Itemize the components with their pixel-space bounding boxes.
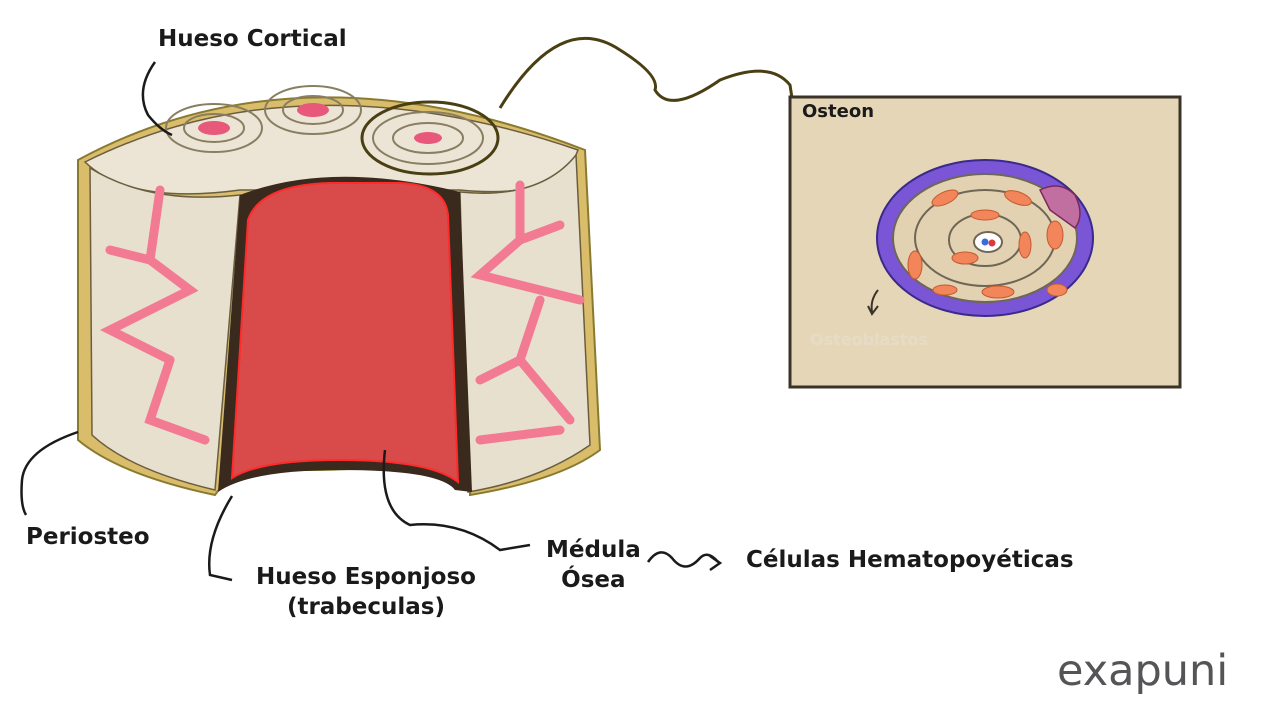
marrow-cavity	[230, 182, 460, 485]
blood-vessels	[99, 180, 585, 445]
label-leaders	[20, 61, 723, 582]
label-hueso-esponjoso: Hueso Esponjoso (trabeculas)	[256, 562, 476, 622]
label-hueso-esponjoso-line2: (trabeculas)	[286, 594, 445, 620]
cortical-osteons	[165, 85, 484, 165]
label-hueso-cortical: Hueso Cortical	[158, 26, 347, 52]
label-periosteo: Periosteo	[26, 524, 150, 550]
label-celulas-hematopoyeticas: Células Hematopoyéticas	[746, 547, 1074, 573]
label-osteoblastos: Osteoblastos	[810, 330, 929, 349]
cortical-wall-left	[89, 166, 241, 491]
osteon-highlight-ring	[360, 100, 500, 176]
label-medula-osea: Médula Ósea	[546, 535, 641, 595]
osteon-detail	[867, 159, 1094, 317]
osteon-connector	[498, 36, 794, 109]
exapuni-logo: exapuni	[1057, 646, 1229, 696]
label-hueso-esponjoso-line1: Hueso Esponjoso	[256, 564, 476, 590]
label-medula-line1: Médula	[546, 537, 641, 563]
label-medula-line2: Ósea	[561, 567, 626, 593]
label-osteon: Osteon	[802, 101, 875, 122]
